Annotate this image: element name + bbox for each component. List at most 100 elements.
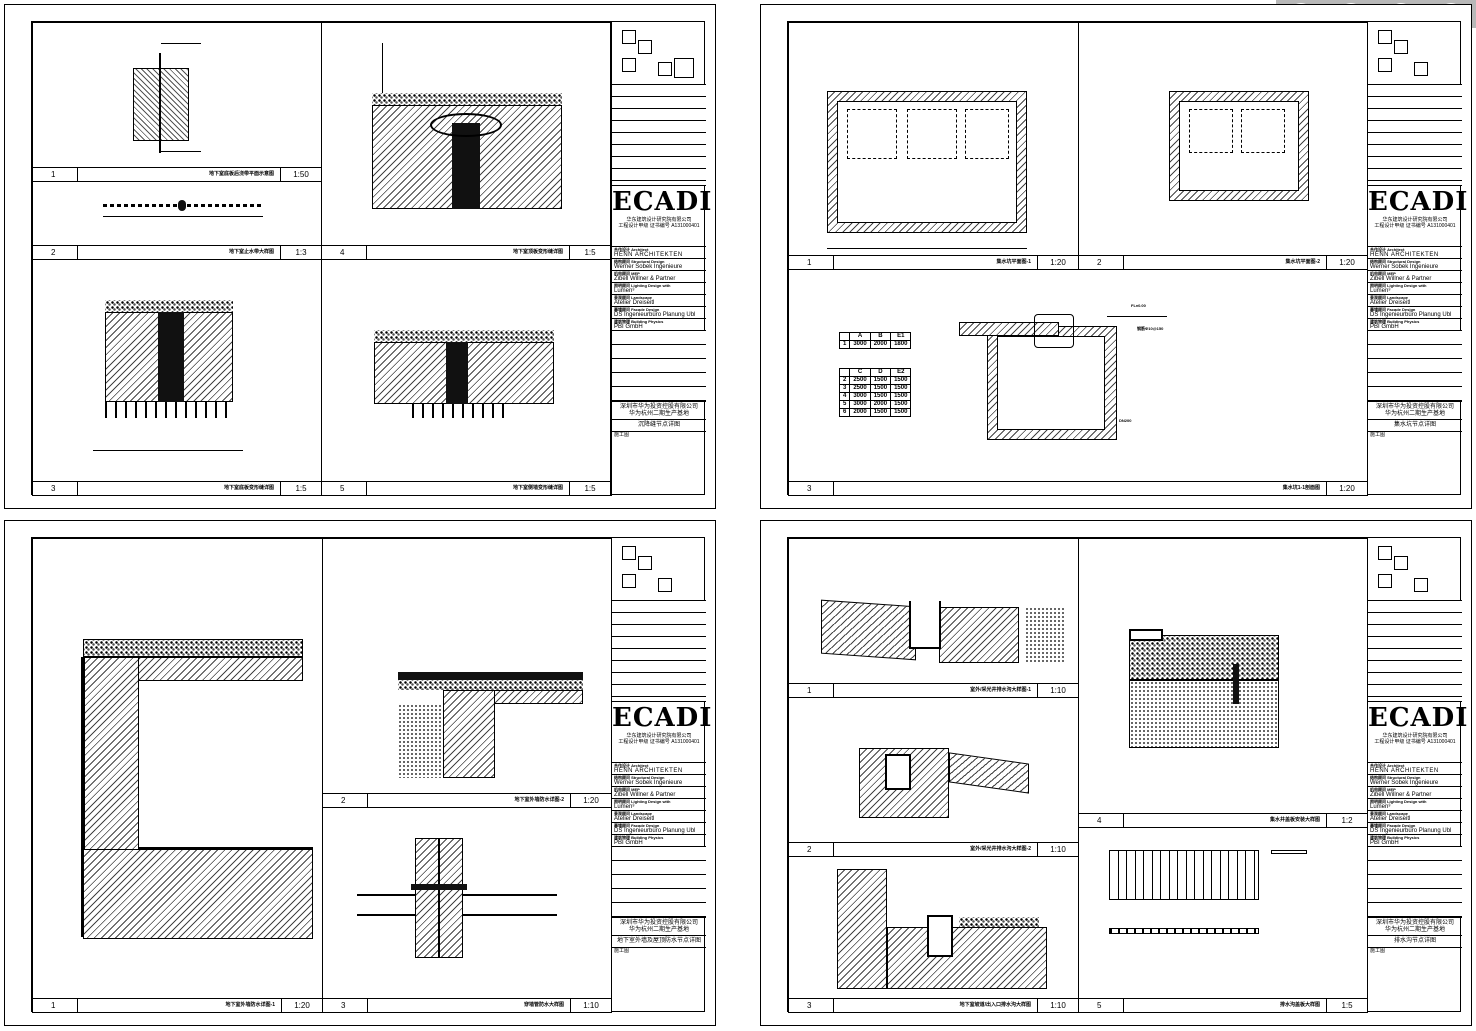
- drawing-title: 地下室外墙及屋顶防水节点详图: [612, 936, 706, 948]
- detail-title: 室外/采光井排水沟大样图-2: [834, 843, 1038, 856]
- consultant-text: 景观顾问 Landscape: [1370, 811, 1409, 816]
- consultant-text: 照明顾问 Lighting Design with: [1370, 283, 1427, 288]
- key-plan: [612, 22, 706, 85]
- logo-text: 华东建筑设计研究院有限公司: [1382, 217, 1448, 223]
- stage-label: 施工图: [614, 947, 630, 954]
- drawing-shape: [1109, 928, 1259, 934]
- logo-text: ECADI: [1368, 703, 1469, 733]
- consultant-text: Werner Sobek Ingenieure: [1370, 264, 1439, 271]
- drawing-shape: [909, 601, 941, 649]
- project-info: 深圳市华为投资控股有限公司华为杭州二期生产基地: [612, 918, 706, 937]
- consultant-text: 机电顾问 MEP: [614, 787, 640, 792]
- detail-number: 1: [33, 168, 78, 181]
- consultant-text: Atelier Dreiseitl: [614, 300, 655, 307]
- logo-text: 工程设计甲级 证书编号 A131000401: [618, 738, 700, 745]
- drawing-shape: [949, 752, 1029, 794]
- project-text: 华为杭州二期生产基地: [1384, 926, 1445, 933]
- drawing-shape: [622, 58, 636, 72]
- consultant-text: HENN ARCHITEKTEN: [614, 768, 683, 775]
- detail-number: 4: [322, 246, 367, 259]
- drawing-shape: [430, 113, 502, 137]
- consultant-text: 结构顾问 Structural Design: [614, 775, 665, 780]
- project-text: 深圳市华为投资控股有限公司: [1375, 920, 1454, 926]
- drawing-shape: [139, 839, 313, 849]
- drawing-shape: [658, 578, 672, 592]
- detail-number: 1: [789, 256, 834, 269]
- detail-scale: 1:2: [1341, 816, 1353, 825]
- consultant-text: 合作设计 Architect: [614, 763, 649, 768]
- consultant-text: 机电顾问 MEP: [1370, 787, 1396, 792]
- logo-text: 工程设计甲级 证书编号 A131000401: [1374, 222, 1456, 229]
- consultant-text: Zibell Willner & Partner: [614, 276, 676, 283]
- drawing-shape: [83, 849, 313, 939]
- drawing-shape: [1233, 664, 1239, 704]
- project-text: 华为杭州二期生产基地: [628, 926, 689, 933]
- consultant-text: Werner Sobek Ingenieure: [614, 264, 683, 271]
- drawing-shape: [638, 40, 652, 54]
- drawing-shape: [159, 53, 161, 153]
- drawing-shape: [1179, 101, 1299, 191]
- detail-title: 集水井盖板安装大样图: [1124, 814, 1327, 827]
- consultant-text: Zibell Willner & Partner: [1370, 792, 1432, 799]
- logo-text: ECADI: [612, 187, 713, 217]
- consultant-text: 景观顾问 Landscape: [1370, 295, 1409, 300]
- consultant-text: PBI GmbH: [614, 324, 643, 331]
- consultant-text: DS Ingenieurbüro Planung Ubl: [614, 312, 696, 319]
- consultant-text: 景观顾问 Landscape: [614, 811, 653, 816]
- consultant-text: 机电顾问 MEP: [614, 271, 640, 276]
- consultant-text: 结构顾问 Structural Design: [1370, 775, 1421, 780]
- consultant-text: 结构顾问 Structural Design: [614, 259, 665, 264]
- consultant-text: 照明顾问 Lighting Design with: [614, 283, 671, 288]
- detail-title: 集水坑平面图-2: [1124, 256, 1327, 269]
- detail-number: 2: [789, 843, 834, 856]
- consultant-text: 合作设计 Architect: [1370, 763, 1405, 768]
- consultant-text: 结构顾问 Structural Design: [1370, 259, 1421, 264]
- consultant-text: Zibell Willner & Partner: [1370, 276, 1432, 283]
- consultant-text: PBI GmbH: [1370, 840, 1399, 847]
- drawing-shape: [939, 607, 1019, 663]
- detail-title: 地下室坡道/出入口排水沟大样图: [834, 999, 1038, 1012]
- project-text: 深圳市华为投资控股有限公司: [619, 404, 698, 410]
- drawing-shape: [1378, 58, 1392, 72]
- detail-scale: 1:10: [1050, 1001, 1066, 1010]
- detail-scale: 1:20: [1339, 484, 1355, 493]
- drawing-shape: [885, 754, 911, 790]
- drawing-shape: [81, 657, 85, 937]
- drawing-shape: [1368, 331, 1462, 402]
- detail-scale: 1:50: [293, 170, 309, 179]
- drawing-shape: [178, 200, 186, 211]
- consultant-text: 幕墙顾问 Facade Design: [614, 307, 660, 312]
- drawing-shape: [446, 342, 468, 406]
- drawing-shape: [1129, 635, 1279, 680]
- drawing-shape: [837, 101, 1017, 223]
- consultant-text: Lumen³: [1370, 288, 1391, 295]
- consultant-text: HENN ARCHITEKTEN: [1370, 768, 1439, 775]
- detail-scale: 1:20: [1339, 258, 1355, 267]
- drawing-shape: [827, 248, 1027, 249]
- drawing-shape: [374, 330, 554, 342]
- detail-scale: 1:10: [1050, 686, 1066, 695]
- detail-title: 地下室外墙防水详图-1: [78, 999, 282, 1012]
